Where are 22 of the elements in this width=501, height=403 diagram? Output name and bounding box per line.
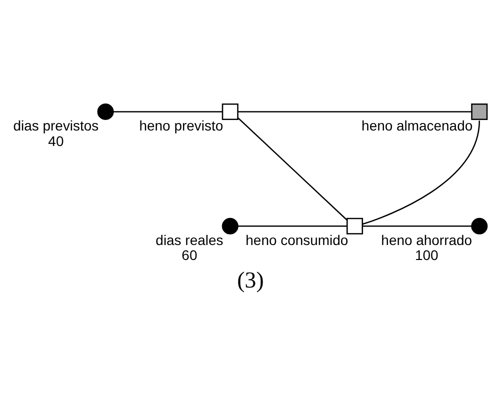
node-circle (222, 217, 238, 234)
connector (362, 225, 472, 226)
node-label: heno ahorrado (381, 231, 472, 248)
node-box (346, 217, 364, 234)
caption: (3) (237, 267, 264, 292)
connector (113, 110, 222, 112)
node-label: 100 (414, 246, 438, 263)
node-label: heno previsto (139, 117, 224, 134)
node-label: heno consumido (246, 231, 348, 248)
node-label: heno almacenado (362, 117, 473, 134)
connector (238, 116, 348, 220)
connector (362, 120, 480, 224)
connector (238, 225, 347, 226)
node-label: dias previstos (13, 117, 99, 134)
node-box (471, 102, 488, 120)
node-box (222, 102, 238, 120)
node-circle (471, 217, 488, 234)
node-circle (97, 102, 114, 120)
node-label: dias reales (156, 231, 224, 248)
node-label: 40 (48, 132, 64, 148)
node-label: 60 (182, 246, 198, 263)
connector (238, 110, 472, 112)
